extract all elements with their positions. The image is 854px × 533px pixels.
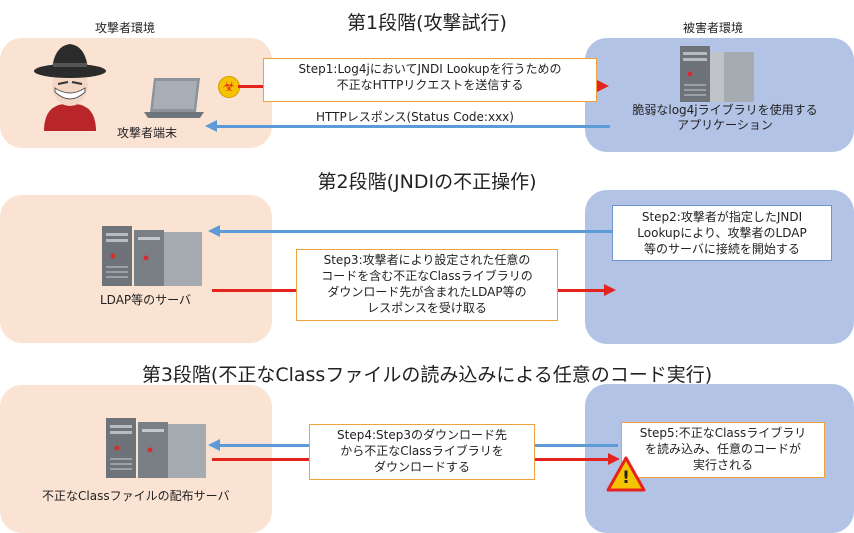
step4-download-arrowhead [608, 453, 620, 465]
step3-box: Step3:攻撃者により設定された任意の コードを含む不正なClassライブラリ… [296, 249, 558, 321]
warning-glyph: ! [622, 468, 630, 488]
attacker-env-label: 攻撃者環境 [95, 21, 156, 35]
http-response-arrowhead [205, 120, 217, 132]
step4-request-arrowhead [208, 439, 220, 451]
step3-line-4: レスポンスを受け取る [367, 301, 487, 315]
step1-arrowhead [597, 80, 609, 92]
step3-line-2: コードを含む不正なClassライブラリの [321, 269, 533, 283]
victim-app-label: 脆弱なlog4jライブラリを使用する アプリケーション [610, 103, 840, 133]
hacker-icon [34, 44, 106, 131]
biohazard-icon: ☣ [218, 76, 240, 98]
app-server-icon [680, 46, 754, 102]
attacker-terminal-label: 攻撃者端末 [117, 126, 178, 140]
step2-arrowhead [208, 225, 220, 237]
stage2-title: 第2段階(JNDIの不正操作) [317, 171, 537, 193]
step2-box: Step2:攻撃者が指定したJNDI Lookupにより、攻撃者のLDAP 等の… [612, 205, 832, 261]
step2-line-3: 等のサーバに接続を開始する [644, 242, 800, 256]
step4-line-2: から不正なClassライブラリを [340, 444, 504, 458]
dist-server-icon [106, 418, 206, 478]
step3-line-3: ダウンロード先が含まれたLDAP等の [327, 285, 527, 299]
dist-server-label: 不正なClassファイルの配布サーバ [42, 489, 230, 503]
step5-line-3: 実行される [692, 458, 753, 472]
step1-line-1: Step1:Log4jにおいてJNDI Lookupを行うための [298, 62, 562, 76]
step1-box: Step1:Log4jにおいてJNDI Lookupを行うための 不正なHTTP… [263, 58, 597, 102]
victim-app-line-2: アプリケーション [677, 118, 773, 132]
step5-box: Step5:不正なClassライブラリ を読み込み、任意のコードが 実行される [621, 422, 825, 478]
warning-icon [606, 456, 646, 492]
http-response-label: HTTPレスポンス(Status Code:xxx) [316, 110, 514, 124]
ldap-server-label: LDAP等のサーバ [100, 293, 192, 307]
step2-line-1: Step2:攻撃者が指定したJNDI [641, 210, 803, 224]
step4-line-1: Step4:Step3のダウンロード先 [337, 428, 507, 442]
step2-line-2: Lookupにより、攻撃者のLDAP [637, 226, 807, 240]
step5-line-1: Step5:不正なClassライブラリ [639, 426, 807, 440]
biohazard-glyph: ☣ [222, 79, 236, 95]
ldap-server-icon [102, 226, 202, 286]
laptop-icon [144, 78, 204, 118]
step1-line-2: 不正なHTTPリクエストを送信する [336, 78, 524, 92]
step3-arrowhead [604, 284, 616, 296]
step4-line-3: ダウンロードする [373, 460, 470, 474]
step4-box: Step4:Step3のダウンロード先 から不正なClassライブラリを ダウン… [309, 424, 535, 480]
victim-app-line-1: 脆弱なlog4jライブラリを使用する [632, 103, 818, 117]
http-response-line [215, 125, 610, 128]
step3-line-1: Step3:攻撃者により設定された任意の [323, 253, 531, 267]
victim-env-label: 被害者環境 [683, 21, 744, 35]
stage1-title: 第1段階(攻撃試行) [347, 12, 507, 34]
step2-line [218, 230, 615, 233]
step5-line-2: を読み込み、任意のコードが [644, 442, 801, 456]
stage3-title: 第3段階(不正なClassファイルの読み込みによる任意のコード実行) [141, 364, 713, 386]
